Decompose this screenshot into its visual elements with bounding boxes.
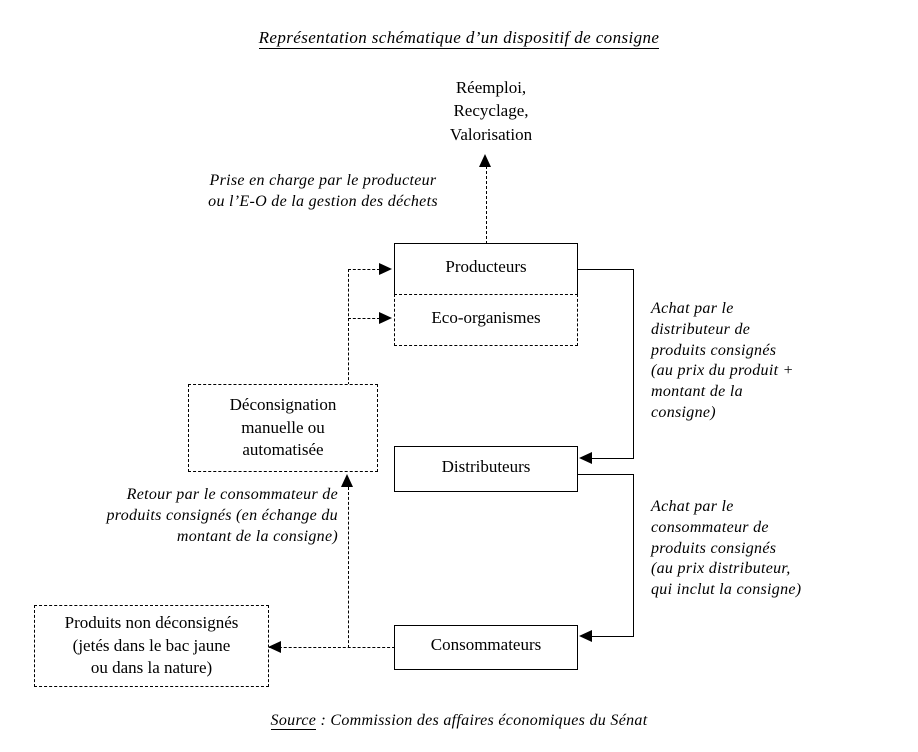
annotation-prise-en-charge: Prise en charge par le producteur ou l’E… — [208, 172, 438, 210]
connector-producteurs-to-distributeurs-top — [577, 269, 634, 270]
connector-producteurs-to-outcome-line — [486, 166, 487, 244]
node-distributeurs-label: Distributeurs — [441, 456, 531, 476]
source-text: : Commission des affaires économiques du… — [316, 712, 648, 729]
node-deconsignation[interactable]: Déconsignation manuelle ou automatisée — [188, 384, 378, 472]
node-producteurs[interactable]: Producteurs — [394, 243, 578, 295]
node-distributeurs[interactable]: Distributeurs — [394, 446, 578, 492]
annotation-achat-consommateur: Achat par le consommateur de produits co… — [651, 498, 802, 599]
connector-deconsignation-to-producteurs-line — [348, 269, 380, 270]
connector-producteurs-to-distributeurs-arrowhead — [579, 452, 592, 464]
node-produits-non-deconsignes-label: Produits non déconsignés (jetés dans le … — [64, 613, 239, 678]
connector-producteurs-to-distributeurs-bottom — [592, 458, 634, 459]
outcome-text: Réemploi, Recyclage, Valorisation — [449, 78, 533, 144]
connector-distributeurs-to-consommateurs-top — [577, 474, 634, 475]
source-label: Source — [270, 712, 317, 730]
page-title-text: Représentation schématique d’un disposit… — [258, 28, 660, 49]
node-eco-organismes-label: Eco-organismes — [431, 307, 541, 327]
source-caption: Source : Commission des affaires économi… — [0, 712, 918, 730]
annotation-achat-distributeur: Achat par le distributeur de produits co… — [651, 300, 794, 421]
connector-deconsignation-to-producteurs-arrowhead — [379, 263, 392, 275]
connector-deconsignation-to-eco-line — [348, 318, 380, 319]
node-deconsignation-label: Déconsignation manuelle ou automatisée — [229, 395, 337, 460]
connector-producteurs-to-distributeurs-riser — [633, 269, 634, 459]
node-consommateurs-label: Consommateurs — [430, 635, 542, 655]
node-produits-non-deconsignes[interactable]: Produits non déconsignés (jetés dans le … — [34, 605, 269, 687]
connector-distributeurs-to-consommateurs-riser — [633, 474, 634, 637]
connector-deconsignation-riser — [348, 269, 349, 385]
connector-consommateurs-to-deconsignation-arrowhead — [341, 474, 353, 487]
connector-producteurs-to-outcome-arrowhead — [479, 154, 491, 167]
node-producteurs-label: Producteurs — [445, 256, 527, 276]
node-eco-organismes[interactable]: Eco-organismes — [394, 294, 578, 346]
page-title: Représentation schématique d’un disposit… — [0, 28, 918, 49]
connector-deconsignation-to-eco-arrowhead — [379, 312, 392, 324]
node-consommateurs[interactable]: Consommateurs — [394, 625, 578, 670]
connector-consommateurs-to-produits-non-arrowhead — [268, 641, 281, 653]
connector-distributeurs-to-consommateurs-bottom — [592, 636, 634, 637]
connector-consommateurs-return-line — [269, 647, 395, 648]
connector-consommateurs-to-deconsignation-riser — [348, 487, 349, 648]
connector-distributeurs-to-consommateurs-arrowhead — [579, 630, 592, 642]
annotation-retour-consommateur: Retour par le consommateur de produits c… — [106, 486, 338, 545]
